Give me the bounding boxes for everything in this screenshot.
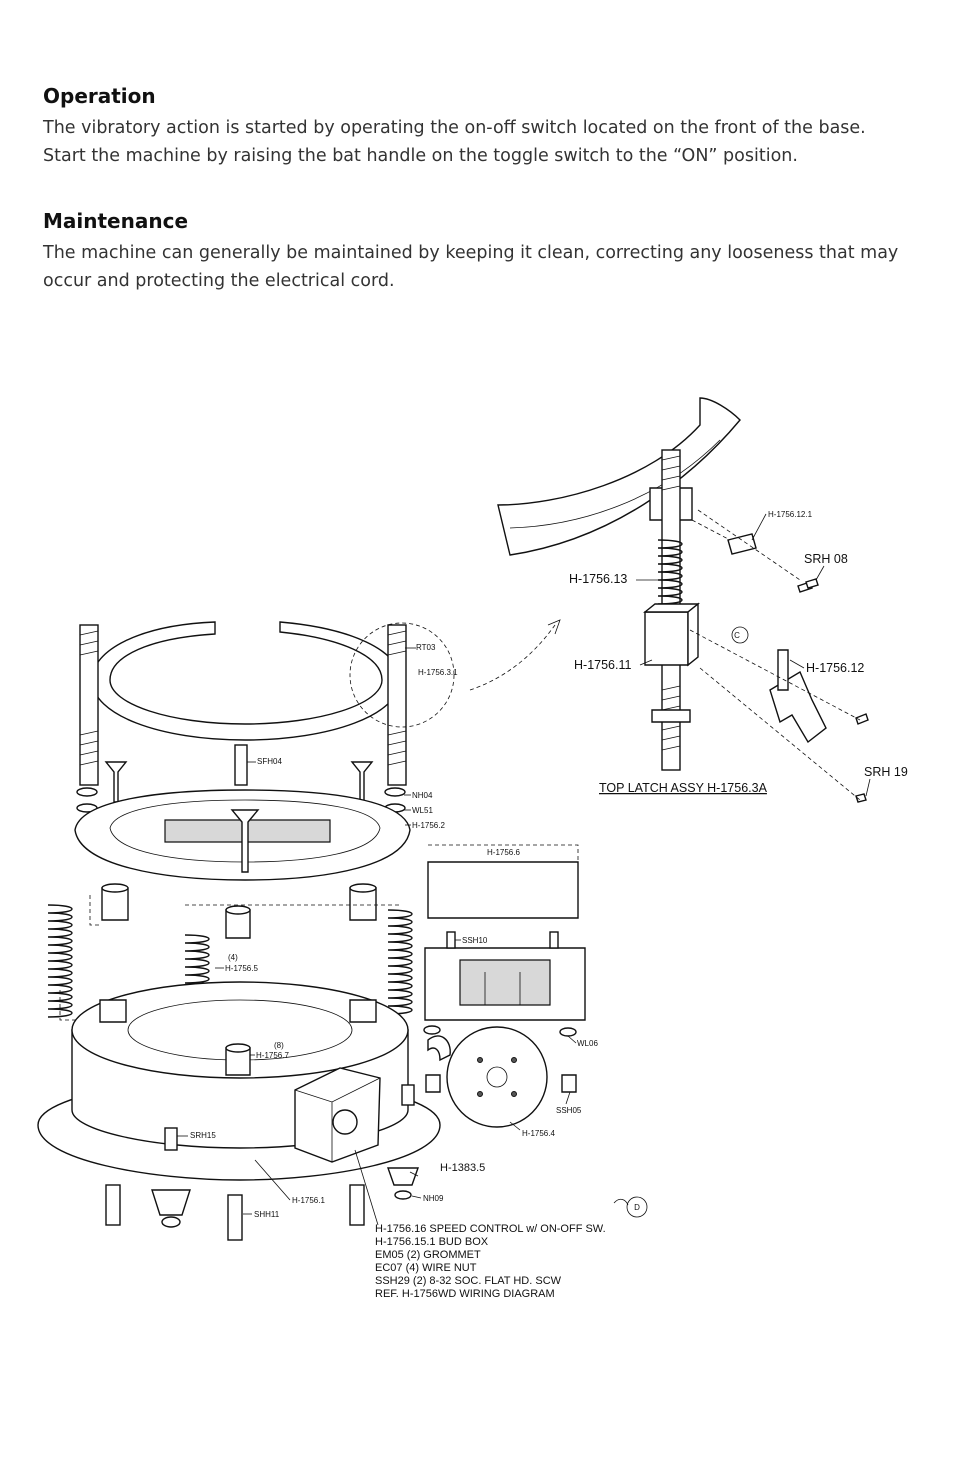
note-line: H-1756.15.1 BUD BOX bbox=[375, 1236, 489, 1248]
label-srh15: SRH15 bbox=[190, 1131, 216, 1140]
label-qty4: (4) bbox=[228, 953, 238, 962]
leader-lines bbox=[177, 513, 871, 1226]
label-h1756-5: H-1756.5 bbox=[225, 964, 258, 973]
label-h1756-12-1: H-1756.12.1 bbox=[768, 510, 813, 519]
label-sfh04: SFH04 bbox=[257, 757, 282, 766]
callout-d: D bbox=[634, 1203, 640, 1212]
operation-text: The vibratory action is started by opera… bbox=[43, 118, 866, 166]
callout-c: C bbox=[734, 631, 740, 640]
note-line: SSH29 (2) 8-32 SOC. FLAT HD. SCW bbox=[375, 1275, 562, 1287]
label-shh11: SHH11 bbox=[254, 1210, 280, 1219]
label-ssh05: SSH05 bbox=[556, 1106, 582, 1115]
label-h1383-5: H-1383.5 bbox=[440, 1162, 485, 1174]
label-h1756-7: H-1756.7 bbox=[256, 1051, 289, 1060]
label-h1756-4: H-1756.4 bbox=[522, 1129, 555, 1138]
top-latch-assembly bbox=[469, 397, 869, 803]
note-line: REF. H-1756WD WIRING DIAGRAM bbox=[375, 1288, 555, 1300]
label-rt03: RT03 bbox=[416, 643, 436, 652]
parts-notes: H-1756.16 SPEED CONTROL w/ ON-OFF SW. H-… bbox=[375, 1223, 606, 1300]
label-h1756-1: H-1756.1 bbox=[292, 1196, 325, 1205]
operation-heading: Operation bbox=[43, 84, 156, 108]
part-labels: H-1756.12.1 SRH 08 H-1756.13 H-1756.11 H… bbox=[190, 510, 908, 1219]
exploded-parts-diagram: H-1756.12.1 SRH 08 H-1756.13 H-1756.11 H… bbox=[37, 397, 908, 1300]
label-srh19: SRH 19 bbox=[864, 765, 908, 779]
label-srh08: SRH 08 bbox=[804, 552, 848, 566]
label-qty8: (8) bbox=[274, 1041, 284, 1050]
label-h1756-11: H-1756.11 bbox=[574, 658, 631, 672]
label-top-latch-assy: TOP LATCH ASSY H-1756.3A bbox=[599, 781, 768, 795]
label-h1756-12: H-1756.12 bbox=[806, 661, 864, 675]
label-h1756-3-1: H-1756.3.1 bbox=[418, 668, 458, 677]
label-wl06: WL06 bbox=[577, 1039, 598, 1048]
label-h1756-6: H-1756.6 bbox=[487, 848, 520, 857]
note-line: H-1756.16 SPEED CONTROL w/ ON-OFF SW. bbox=[375, 1223, 606, 1235]
label-ssh10: SSH10 bbox=[462, 936, 488, 945]
main-assembly bbox=[37, 621, 648, 1241]
label-nh04: NH04 bbox=[412, 791, 433, 800]
note-line: EM05 (2) GROMMET bbox=[375, 1249, 481, 1261]
maintenance-heading: Maintenance bbox=[43, 209, 189, 233]
maintenance-text: The machine can generally be maintained … bbox=[43, 243, 899, 291]
label-nh09: NH09 bbox=[423, 1194, 444, 1203]
note-line: EC07 (4) WIRE NUT bbox=[375, 1262, 477, 1274]
label-h1756-2: H-1756.2 bbox=[412, 821, 445, 830]
label-h1756-13: H-1756.13 bbox=[569, 572, 627, 586]
label-wl51: WL51 bbox=[412, 806, 433, 815]
